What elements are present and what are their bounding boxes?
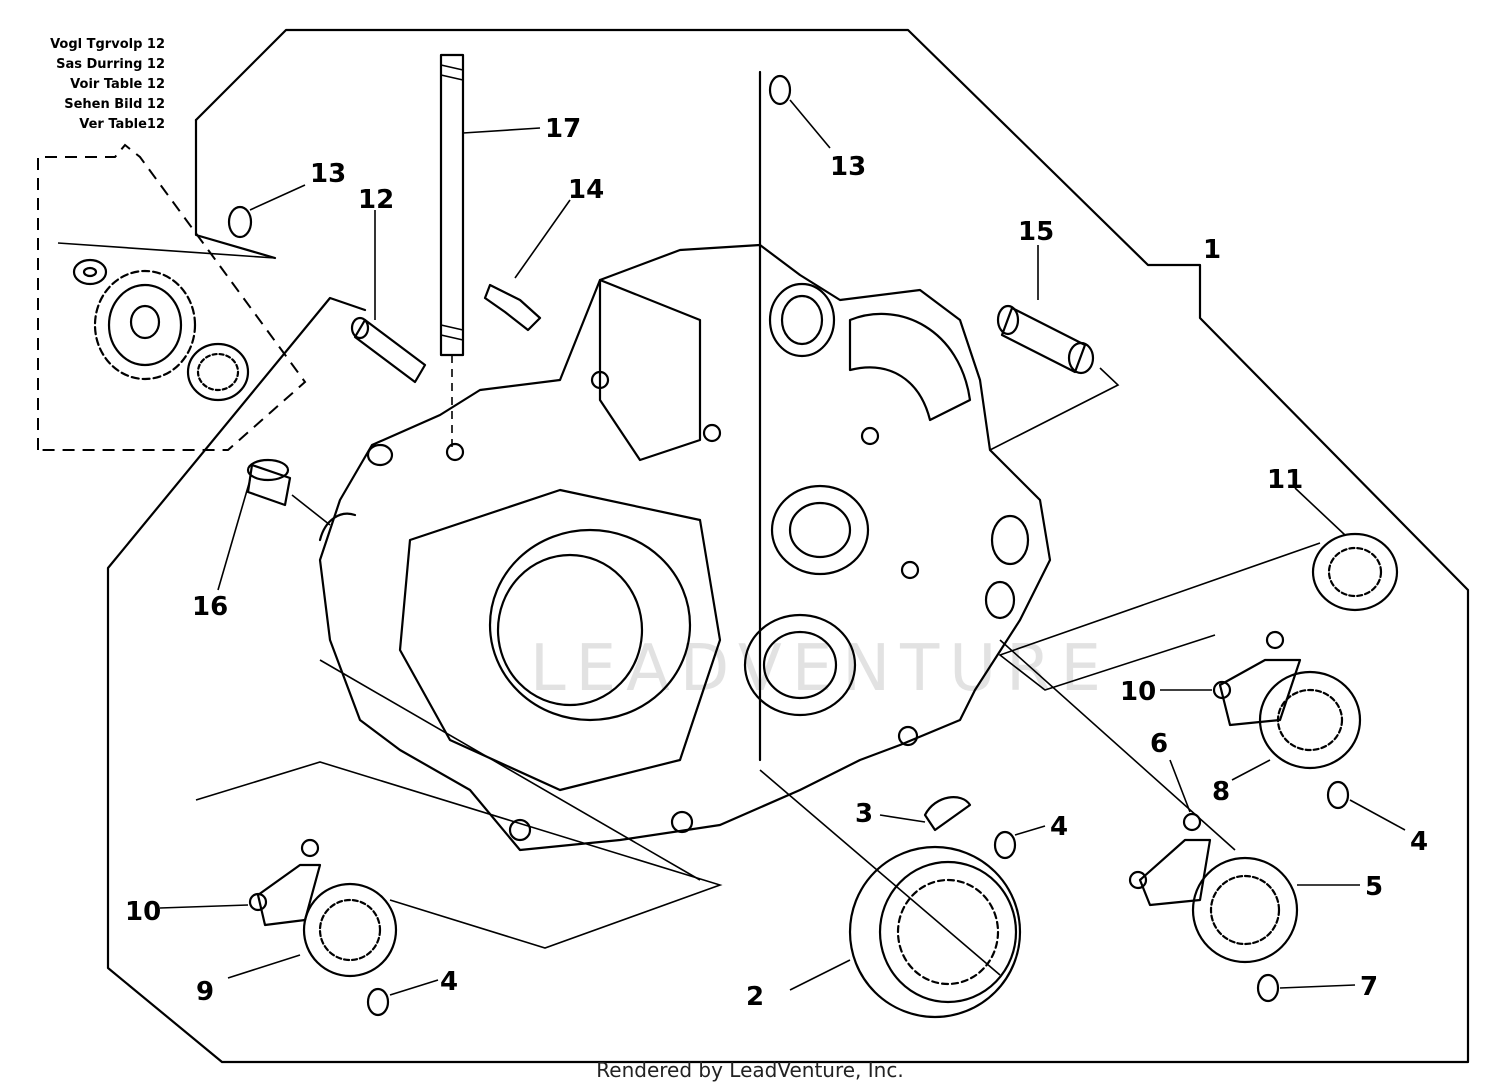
part-17-stud xyxy=(439,53,541,450)
footer-credit: Rendered by LeadVenture, Inc. xyxy=(596,1058,904,1082)
part-4-screw-right-top xyxy=(1326,780,1406,831)
part-5-bearing xyxy=(999,639,1360,964)
part-16-bushing xyxy=(217,458,331,591)
callout-9: 9 xyxy=(196,977,214,1007)
callout-8: 8 xyxy=(1212,777,1230,807)
kit-parts xyxy=(57,242,276,402)
assembly-boundary-left xyxy=(194,118,277,260)
part-4-screw-left xyxy=(366,979,439,1017)
kit-notes: Vogl Tgrvolp 12 Sas Durring 12 Voir Tabl… xyxy=(50,37,165,132)
callout-14: 14 xyxy=(568,175,604,205)
part-7-screw xyxy=(1256,973,1356,1003)
callout-6: 6 xyxy=(1150,729,1168,759)
callout-13-right: 13 xyxy=(830,152,866,182)
kit-boundary xyxy=(37,143,307,451)
callout-2: 2 xyxy=(746,982,764,1012)
part-12-dowel xyxy=(350,210,427,384)
kit-note-1: Vogl Tgrvolp 12 xyxy=(50,37,165,52)
callouts: 1 2 3 4 4 4 5 6 7 8 9 10 10 11 12 13 13 … xyxy=(125,114,1428,1012)
callout-3: 3 xyxy=(855,799,873,829)
callout-7: 7 xyxy=(1360,972,1378,1002)
callout-10-right: 10 xyxy=(1120,677,1156,707)
part-14-plug xyxy=(483,199,571,332)
part-9-bearing-left xyxy=(159,838,398,979)
part-15-bushing xyxy=(989,245,1120,451)
callout-4-center: 4 xyxy=(1050,812,1068,842)
part-11-bearing xyxy=(998,487,1399,691)
callout-15: 15 xyxy=(1018,217,1054,247)
part-4-screw-center xyxy=(993,825,1046,860)
callout-17: 17 xyxy=(545,114,581,144)
callout-5: 5 xyxy=(1365,872,1383,902)
part-13-nut-left xyxy=(227,184,306,239)
part-13-nut-right xyxy=(758,70,831,762)
kit-note-3: Voir Table 12 xyxy=(70,77,165,92)
callout-12: 12 xyxy=(358,185,394,215)
kit-note-4: Sehen Bild 12 xyxy=(64,97,165,112)
assembly-boundary xyxy=(106,28,1470,1064)
crankcase xyxy=(318,243,1052,852)
callout-1: 1 xyxy=(1203,235,1221,265)
guide-line-left xyxy=(319,659,701,881)
callout-11: 11 xyxy=(1267,465,1303,495)
part-3-plate xyxy=(879,796,972,832)
watermark: LEADVENTURE xyxy=(530,632,1111,706)
callout-16: 16 xyxy=(192,592,228,622)
part-8-bearing-right xyxy=(1160,630,1362,781)
kit-note-5: Ver Table12 xyxy=(79,117,165,132)
callout-10-left: 10 xyxy=(125,897,161,927)
kit-note-2: Sas Durring 12 xyxy=(56,57,165,72)
guide-plane-left xyxy=(195,761,723,949)
callout-13-left: 13 xyxy=(310,159,346,189)
callout-4-left: 4 xyxy=(440,967,458,997)
callout-4-right: 4 xyxy=(1410,827,1428,857)
part-2-main-bearing xyxy=(759,769,1022,1019)
